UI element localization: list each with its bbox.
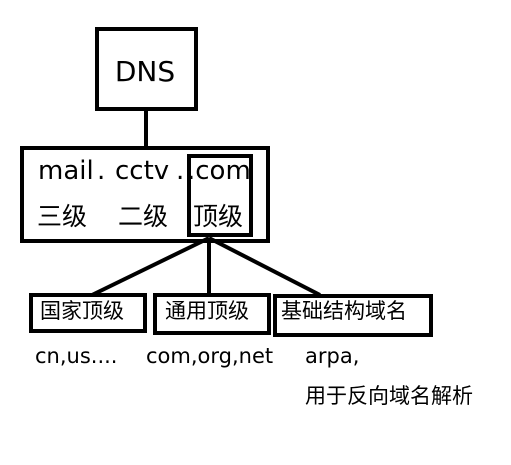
tld-box-infrastructure [273,294,433,337]
tld-generic-examples: com,org,net [146,344,274,368]
tld-country-examples: cn,us.... [35,344,118,368]
domain-part-third: mail [38,156,94,186]
tld-country-label: 国家顶级 [40,299,124,323]
level-top-label: 顶级 [193,202,244,231]
domain-box [20,146,270,243]
tld-generic-label: 通用顶级 [165,299,249,323]
domain-part-top: .com [187,156,251,186]
connector-country [91,236,210,297]
tld-box-country [29,293,147,333]
level-third-label: 三级 [37,202,88,231]
domain-dot-1: . [97,156,106,186]
tld-infrastructure-examples: arpa, [305,344,360,368]
tld-infrastructure-note: 用于反向域名解析 [305,384,473,408]
connector-infrastructure [208,236,321,297]
top-level-highlight-box [187,154,253,237]
tld-box-generic [153,293,271,335]
domain-dot-2: . [176,156,185,186]
tld-infrastructure-label: 基础结构域名 [281,299,407,323]
dns-root-label: DNS [114,55,176,88]
level-second-label: 二级 [118,202,169,231]
domain-part-second: cctv [115,156,170,186]
